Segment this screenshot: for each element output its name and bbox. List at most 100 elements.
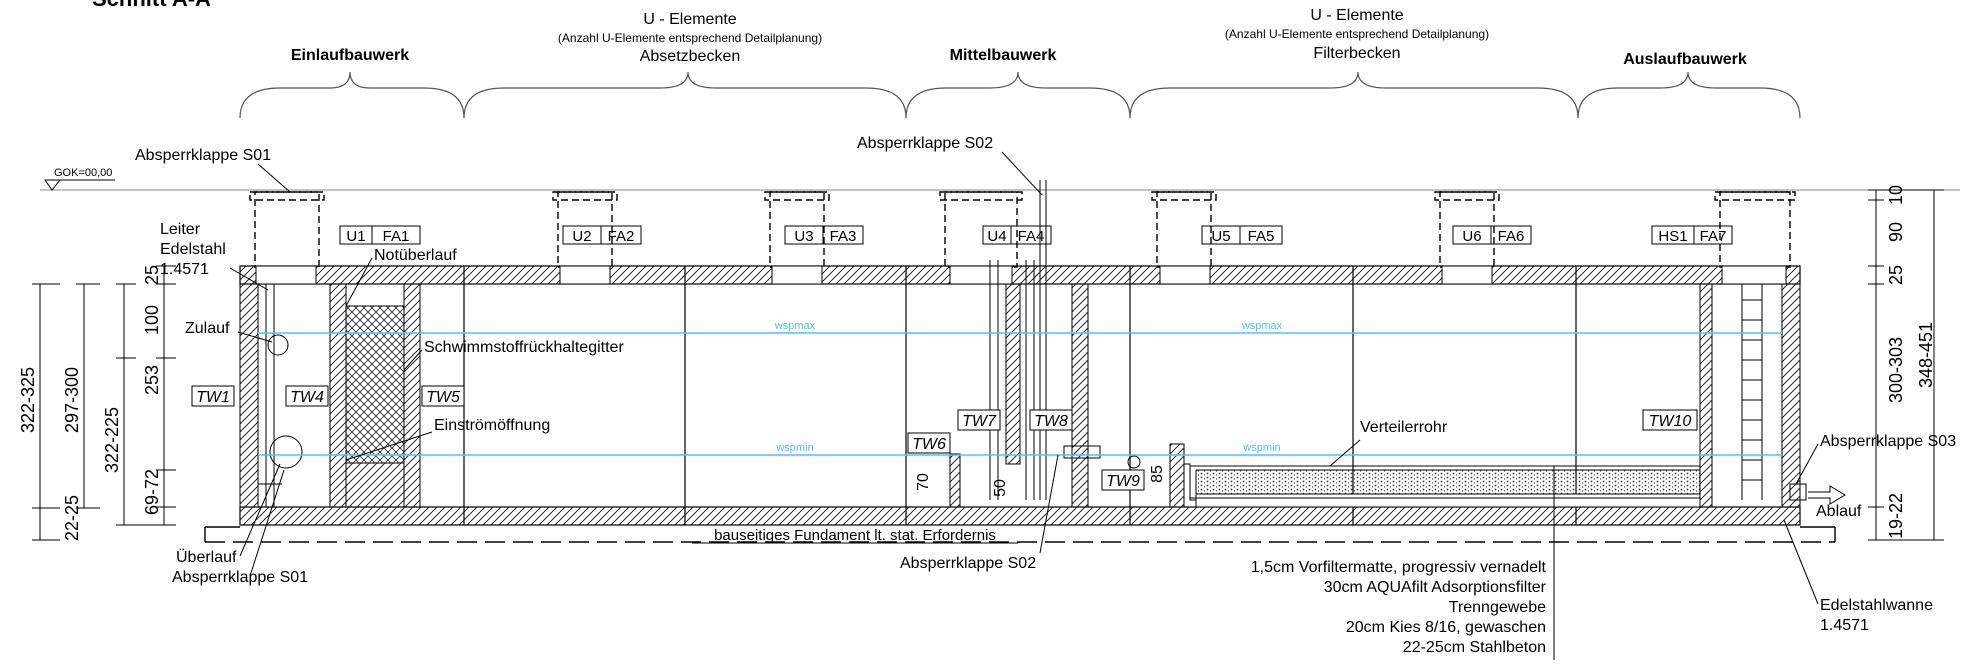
wall-tw5 xyxy=(403,283,421,508)
dim-a2: 297-300 xyxy=(62,367,82,433)
wall-label: TW5 xyxy=(426,389,460,406)
wall-tw7 xyxy=(1005,283,1021,465)
section-braces xyxy=(239,71,1801,119)
layer-text: 30cm AQUAfilt Adsorptionsfilter xyxy=(1324,579,1547,596)
shaft-u-label: U6 xyxy=(1462,228,1481,245)
name-u-left: Absetzbecken xyxy=(640,48,741,65)
dim-b3: 253 xyxy=(142,365,162,395)
label-material: 1.4571 xyxy=(160,261,209,278)
wall-tw9 xyxy=(1169,443,1185,508)
left-dimensions xyxy=(32,265,176,541)
shaft-fa-label: FA7 xyxy=(1700,228,1727,245)
wall-label: TW4 xyxy=(290,389,324,406)
label-edelstahl: Edelstahl xyxy=(160,241,226,258)
dim-r2: 90 xyxy=(1886,222,1906,242)
wspmin-label: wspmin xyxy=(775,442,813,454)
layer-text: Trenngewebe xyxy=(1449,599,1546,616)
cut-title: Schnitt A-A xyxy=(92,0,211,11)
filter-media xyxy=(1195,469,1701,495)
dim-r4: 300-303 xyxy=(1886,337,1906,403)
wall-label: TW8 xyxy=(1034,413,1068,430)
wall-label: TW6 xyxy=(912,436,946,453)
label-notueberlauf: Notüberlauf xyxy=(374,247,457,264)
shaft-fa-label: FA6 xyxy=(1498,228,1525,245)
dim-r1: 10 xyxy=(1886,185,1906,205)
dim-85: 85 xyxy=(1149,465,1166,483)
wall-label: TW1 xyxy=(196,389,230,406)
layer-text: 22-25cm Stahlbeton xyxy=(1403,639,1546,656)
shaft-u-label: U2 xyxy=(572,228,591,245)
shaft-u-label: U3 xyxy=(794,228,813,245)
label-verteilerrohr: Verteilerrohr xyxy=(1360,419,1448,436)
floatables-screen xyxy=(345,305,405,464)
dim-70: 70 xyxy=(915,473,932,491)
label-s02-bottom: Absperrklappe S02 xyxy=(900,555,1036,572)
dim-b1: 25 xyxy=(142,265,162,285)
label-ueberlauf: Überlauf xyxy=(176,548,237,566)
label-s01-bottom: Absperrklappe S01 xyxy=(172,569,308,586)
shaft-fa-label: FA1 xyxy=(383,228,410,245)
bottom-slab xyxy=(239,506,1801,526)
gok-label: GOK=00,00 xyxy=(54,167,112,179)
wall-labels: TW1 TW4 TW5 TW6 TW7 TW8 TW9 TW10 xyxy=(191,385,1698,491)
overflow-pipe xyxy=(269,435,303,469)
shaft-fa-label: FA5 xyxy=(1248,228,1275,245)
wall-label: TW9 xyxy=(1106,473,1140,490)
label-edelstahlwanne-mat: 1.4571 xyxy=(1820,617,1869,634)
heading-outlet: Auslaufbauwerk xyxy=(1623,51,1747,68)
wspmin-label-right: wspmin xyxy=(1242,442,1280,454)
dim-50: 50 xyxy=(992,479,1009,497)
right-dimensions xyxy=(1868,189,1944,541)
shaft-u-label: U4 xyxy=(987,228,1006,245)
shaft-labels: U1 FA1 U2 FA2 U3 FA3 U4 FA4 U5 FA5 U6 FA… xyxy=(339,225,1733,245)
wall-tw8 xyxy=(1071,283,1089,508)
wall-tw6 xyxy=(949,453,961,508)
dim-a3: 322-225 xyxy=(102,407,122,473)
note-u-left: (Anzahl U-Elemente entsprechend Detailpl… xyxy=(558,31,822,45)
shaft-fa-label: FA3 xyxy=(830,228,857,245)
heading-inlet: Einlaufbauwerk xyxy=(291,47,409,64)
shaft-fa-label: FA2 xyxy=(608,228,635,245)
middle-ladders xyxy=(989,180,1047,500)
label-ablauf: Ablauf xyxy=(1816,503,1862,520)
label-einstroem: Einströmöffnung xyxy=(434,417,550,434)
layer-legend: 1,5cm Vorfiltermatte, progressiv vernade… xyxy=(1251,466,1555,660)
label-s02-top: Absperrklappe S02 xyxy=(857,135,993,152)
inlet-pipe xyxy=(267,334,289,356)
dim-r3: 25 xyxy=(1886,265,1906,285)
wall-label: TW7 xyxy=(962,413,997,430)
name-u-right: Filterbecken xyxy=(1313,45,1400,62)
layer-text: 20cm Kies 8/16, gewaschen xyxy=(1346,619,1546,636)
dim-r5: 348-451 xyxy=(1916,322,1936,388)
wall-outer-left xyxy=(239,283,259,508)
dim-a4: 22-25 xyxy=(62,495,82,541)
shaft-u-label: U1 xyxy=(346,228,365,245)
gok-marker xyxy=(44,179,62,191)
layer-text: 1,5cm Vorfiltermatte, progressiv vernade… xyxy=(1251,559,1547,576)
dim-r6: 19-22 xyxy=(1886,493,1906,539)
wall-tw4 xyxy=(329,283,347,508)
heading-u-left: U - Elemente xyxy=(643,11,736,28)
wall-label: TW10 xyxy=(1649,413,1692,430)
shaft-u-label: HS1 xyxy=(1658,228,1687,245)
wspmax-label: wspmax xyxy=(774,320,816,332)
label-zulauf: Zulauf xyxy=(185,320,230,337)
label-edelstahlwanne: Edelstahlwanne xyxy=(1820,597,1933,614)
outlet-ladder xyxy=(1741,284,1763,500)
outflow-arrow-icon xyxy=(1808,485,1846,505)
fundament-label: bauseitiges Fundament lt. stat. Erforder… xyxy=(714,527,996,544)
wspmax-label-right: wspmax xyxy=(1241,320,1283,332)
heading-middle: Mittelbauwerk xyxy=(950,47,1057,64)
wall-outer-right xyxy=(1781,283,1801,508)
dim-b2: 100 xyxy=(142,305,162,335)
note-u-right: (Anzahl U-Elemente entsprechend Detailpl… xyxy=(1225,27,1489,41)
dim-b4: 69-72 xyxy=(142,469,162,515)
label-s01-top: Absperrklappe S01 xyxy=(135,147,271,164)
wall-tw10 xyxy=(1699,283,1713,508)
shaft-u-label: U5 xyxy=(1211,228,1230,245)
shaft-fa-label: FA4 xyxy=(1018,228,1045,245)
heading-u-right: U - Elemente xyxy=(1310,7,1403,24)
dim-a1: 322-325 xyxy=(18,367,38,433)
foundation xyxy=(204,526,1836,543)
